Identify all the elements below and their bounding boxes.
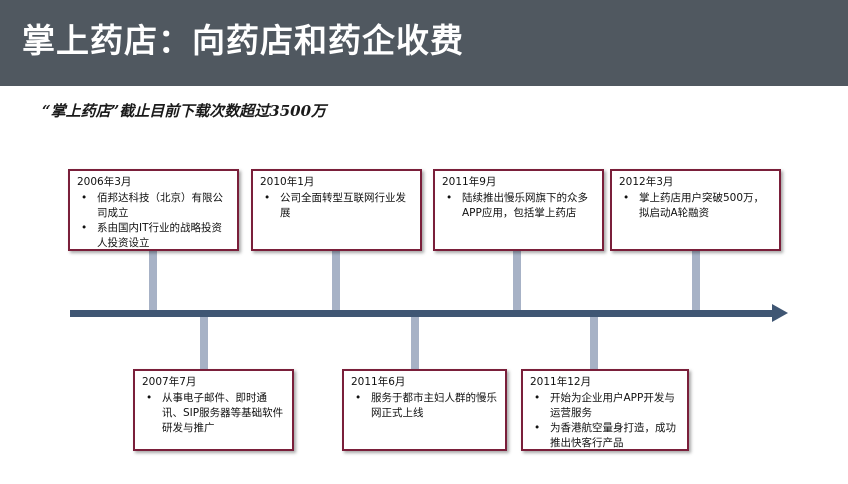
connector-2011-12 — [590, 317, 598, 369]
event-date: 2007年7月 — [142, 376, 197, 388]
event-date: 2012年3月 — [619, 176, 674, 188]
subtitle: “掌上药店”截止目前下载次数超过3500万 — [42, 102, 327, 120]
timeline-axis — [70, 310, 776, 317]
event-bullet: 佰邦达科技（北京）有限公司成立 — [77, 191, 230, 221]
event-date: 2006年3月 — [77, 176, 132, 188]
event-date: 2011年9月 — [442, 176, 497, 188]
event-box-2011-09: 2011年9月 陆续推出慢乐网旗下的众多APP应用，包括掌上药店 — [433, 169, 604, 251]
connector-2012-03 — [692, 251, 700, 310]
connector-2007-07 — [200, 317, 208, 369]
event-bullet: 为香港航空量身打造，成功推出快客行产品 — [530, 421, 680, 451]
event-box-2010-01: 2010年1月 公司全面转型互联网行业发展 — [251, 169, 422, 251]
event-bullet: 服务于都市主妇人群的慢乐网正式上线 — [351, 391, 498, 421]
event-box-2006-03: 2006年3月 佰邦达科技（北京）有限公司成立 系由国内IT行业的战略投资人投资… — [68, 169, 239, 251]
event-bullet: 系由国内IT行业的战略投资人投资设立 — [77, 221, 230, 251]
event-bullet: 公司全面转型互联网行业发展 — [260, 191, 413, 221]
page-title: 掌上药店：向药店和药企收费 — [22, 21, 464, 60]
connector-2010-01 — [332, 251, 340, 310]
event-bullet: 开始为企业用户APP开发与运营服务 — [530, 391, 680, 421]
event-box-2012-03: 2012年3月 掌上药店用户突破500万，拟启动A轮融资 — [610, 169, 781, 251]
event-date: 2011年12月 — [530, 376, 592, 388]
connector-2011-06 — [411, 317, 419, 369]
timeline-arrowhead — [772, 304, 788, 322]
event-date: 2010年1月 — [260, 176, 315, 188]
event-box-2011-06: 2011年6月 服务于都市主妇人群的慢乐网正式上线 — [342, 369, 507, 451]
event-bullet: 掌上药店用户突破500万，拟启动A轮融资 — [619, 191, 772, 221]
connector-2011-09 — [513, 251, 521, 310]
event-bullet: 从事电子邮件、即时通讯、SIP服务器等基础软件研发与推广 — [142, 391, 285, 436]
event-date: 2011年6月 — [351, 376, 406, 388]
event-box-2011-12: 2011年12月 开始为企业用户APP开发与运营服务 为香港航空量身打造，成功推… — [521, 369, 689, 451]
event-box-2007-07: 2007年7月 从事电子邮件、即时通讯、SIP服务器等基础软件研发与推广 — [133, 369, 294, 451]
title-bar: 掌上药店：向药店和药企收费 — [0, 0, 848, 86]
connector-2006-03 — [149, 251, 157, 310]
event-bullet: 陆续推出慢乐网旗下的众多APP应用，包括掌上药店 — [442, 191, 595, 221]
